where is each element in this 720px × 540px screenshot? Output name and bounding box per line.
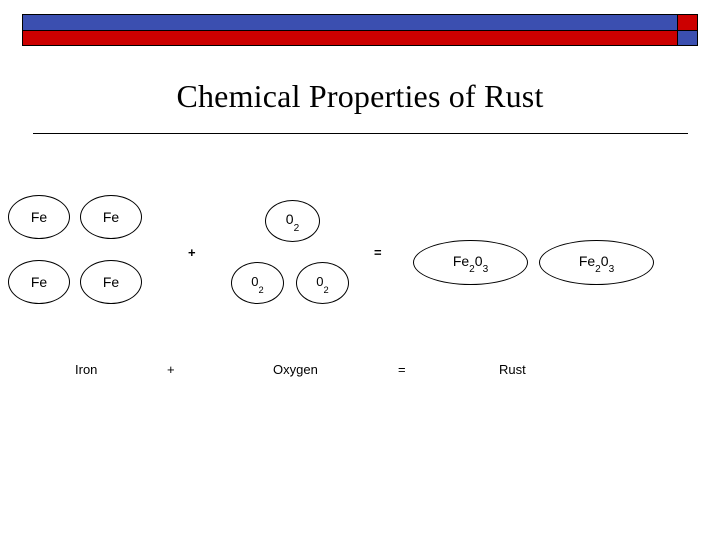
iron-atom-3-label: Fe bbox=[30, 274, 48, 290]
rust-molecule-1-label: Fe203 bbox=[452, 252, 489, 276]
iron-atom-4: Fe bbox=[80, 260, 142, 304]
oxygen-molecule-3-label: 02 bbox=[316, 274, 329, 295]
rust-molecule-2: Fe203 bbox=[539, 240, 654, 285]
oxygen-molecule-2: 02 bbox=[231, 262, 284, 304]
title-divider bbox=[33, 133, 688, 134]
caption-equals: = bbox=[398, 362, 406, 377]
iron-atom-2: Fe bbox=[80, 195, 142, 239]
operator-plus: + bbox=[188, 245, 196, 260]
oxygen-molecule-2-label: 02 bbox=[251, 274, 264, 295]
iron-atom-1: Fe bbox=[8, 195, 70, 239]
caption-rust: Rust bbox=[499, 362, 526, 377]
oxygen-molecule-1-label: 02 bbox=[285, 211, 300, 234]
caption-oxygen: Oxygen bbox=[273, 362, 318, 377]
iron-atom-4-label: Fe bbox=[102, 274, 120, 290]
header-bar-blue bbox=[22, 14, 698, 31]
caption-iron: Iron bbox=[75, 362, 98, 377]
equation-diagram: Fe Fe Fe Fe + 02 02 02 = Fe203 Fe203 bbox=[0, 150, 720, 410]
header-bar-red bbox=[22, 30, 698, 46]
rust-molecule-2-label: Fe203 bbox=[578, 252, 615, 276]
iron-atom-2-label: Fe bbox=[102, 209, 120, 225]
header-square-red bbox=[677, 14, 698, 31]
page-title: Chemical Properties of Rust bbox=[176, 78, 544, 114]
rust-molecule-1: Fe203 bbox=[413, 240, 528, 285]
oxygen-molecule-3: 02 bbox=[296, 262, 349, 304]
oxygen-molecule-1: 02 bbox=[265, 200, 320, 242]
header-square-blue bbox=[677, 30, 698, 46]
iron-atom-1-label: Fe bbox=[30, 209, 48, 225]
caption-plus: + bbox=[167, 362, 175, 377]
iron-atom-3: Fe bbox=[8, 260, 70, 304]
operator-equals: = bbox=[374, 245, 382, 260]
decorative-header-bar bbox=[22, 14, 698, 46]
